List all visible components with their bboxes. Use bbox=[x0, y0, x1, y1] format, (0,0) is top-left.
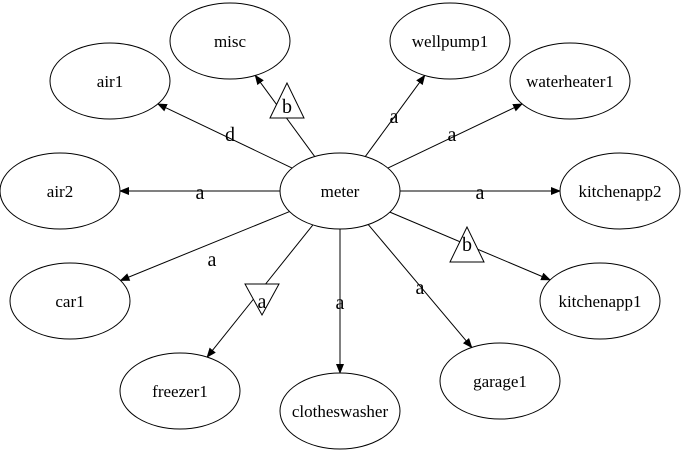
node-shape-clotheswasher bbox=[279, 372, 401, 450]
edge-waterheater1 bbox=[387, 103, 524, 169]
edge-label-clotheswasher: a bbox=[336, 292, 345, 314]
node-wellpump1[interactable]: wellpump1 bbox=[389, 2, 511, 80]
node-shape-car1 bbox=[9, 262, 131, 340]
edge-wellpump1 bbox=[364, 74, 426, 157]
node-shape-misc bbox=[169, 2, 291, 80]
edge-garage1 bbox=[367, 224, 473, 349]
node-label-kitchenapp2: kitchenapp2 bbox=[578, 182, 661, 201]
edge-marker-freezer1 bbox=[244, 283, 280, 317]
node-kitchenapp1[interactable]: kitchenapp1 bbox=[539, 262, 661, 340]
edge-label-kitchenapp1: b bbox=[462, 234, 472, 256]
node-shape-air1 bbox=[49, 42, 171, 120]
node-meter[interactable]: meter bbox=[279, 152, 401, 230]
node-misc[interactable]: misc bbox=[169, 2, 291, 80]
node-label-garage1: garage1 bbox=[473, 372, 527, 391]
node-air2[interactable]: air2 bbox=[0, 152, 121, 230]
edge-label-wellpump1: a bbox=[390, 106, 399, 128]
edge-marker-kitchenapp1 bbox=[449, 225, 485, 263]
edge-car1 bbox=[119, 211, 290, 281]
node-shape-air2 bbox=[0, 152, 121, 230]
node-label-kitchenapp1: kitchenapp1 bbox=[558, 292, 641, 311]
node-label-air1: air1 bbox=[97, 72, 123, 91]
node-shape-meter bbox=[279, 152, 401, 230]
node-label-air2: air2 bbox=[47, 182, 73, 201]
node-shape-garage1 bbox=[439, 342, 561, 420]
edge-label-garage1: a bbox=[416, 277, 425, 299]
node-label-meter: meter bbox=[321, 182, 360, 201]
edge-air1 bbox=[156, 103, 293, 169]
edge-label-air2: a bbox=[196, 182, 205, 204]
node-label-clotheswasher: clotheswasher bbox=[292, 402, 389, 421]
edge-label-kitchenapp2: a bbox=[476, 182, 485, 204]
node-freezer1[interactable]: freezer1 bbox=[119, 352, 241, 430]
node-clotheswasher[interactable]: clotheswasher bbox=[279, 372, 401, 450]
node-shape-kitchenapp2 bbox=[559, 152, 681, 230]
node-shape-wellpump1 bbox=[389, 2, 511, 80]
node-air1[interactable]: air1 bbox=[49, 42, 171, 120]
node-label-wellpump1: wellpump1 bbox=[412, 32, 489, 51]
node-shape-kitchenapp1 bbox=[539, 262, 661, 340]
node-label-freezer1: freezer1 bbox=[152, 382, 208, 401]
node-label-car1: car1 bbox=[55, 292, 84, 311]
edge-marker-misc bbox=[269, 81, 305, 119]
edge-label-car1: a bbox=[208, 249, 217, 271]
node-shape-waterheater1 bbox=[509, 42, 631, 120]
edge-label-misc: b bbox=[282, 96, 292, 118]
edge-label-waterheater1: a bbox=[448, 124, 457, 146]
edge-label-freezer1: a bbox=[258, 291, 267, 313]
node-kitchenapp2[interactable]: kitchenapp2 bbox=[559, 152, 681, 230]
node-label-waterheater1: waterheater1 bbox=[526, 72, 614, 91]
node-car1[interactable]: car1 bbox=[9, 262, 131, 340]
node-label-misc: misc bbox=[214, 32, 247, 51]
edge-label-air1: d bbox=[225, 124, 235, 146]
node-garage1[interactable]: garage1 bbox=[439, 342, 561, 420]
node-waterheater1[interactable]: waterheater1 bbox=[509, 42, 631, 120]
node-shape-freezer1 bbox=[119, 352, 241, 430]
